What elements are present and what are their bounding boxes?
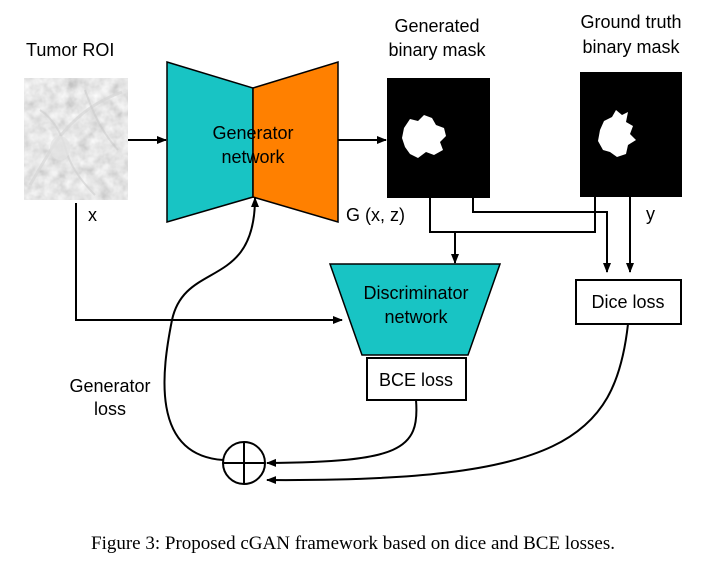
generator-loss-label-line2: loss — [94, 399, 126, 419]
tumor-roi-label: Tumor ROI — [26, 40, 114, 60]
ground-truth-mask-image — [580, 72, 682, 197]
generated-mask-image — [387, 78, 490, 198]
discriminator-label-line2: network — [384, 307, 448, 327]
bce-loss-label: BCE loss — [379, 370, 453, 390]
figure-caption: Figure 3: Proposed cGAN framework based … — [91, 533, 615, 554]
arrow-mask-to-discriminator — [429, 198, 459, 264]
generator-loss-label-line1: Generator — [69, 376, 150, 396]
discriminator-network: Discriminator network — [328, 263, 502, 356]
tumor-roi-image — [24, 78, 128, 200]
arrow-mask-to-dice — [472, 198, 611, 273]
dice-loss-label: Dice loss — [591, 292, 664, 312]
arrow-bce-to-sum — [266, 399, 418, 467]
generator-label-line1: Generator — [212, 123, 293, 143]
dice-loss-box — [575, 279, 682, 325]
generator-decoder-half — [252, 60, 339, 224]
g-xz-label: G (x, z) — [346, 205, 405, 225]
generator-network: Generator network — [166, 60, 339, 224]
arrow-x-to-discriminator — [75, 203, 343, 324]
generated-mask-label-line2: binary mask — [388, 40, 486, 60]
ground-truth-label-line2: binary mask — [582, 37, 680, 57]
generated-mask-label-line1: Generated — [394, 16, 479, 36]
y-label: y — [646, 204, 655, 224]
generator-label-line2: network — [221, 147, 285, 167]
x-label: x — [88, 205, 97, 225]
arrow-dice-to-sum — [266, 323, 629, 485]
arrow-sum-to-generator — [163, 197, 259, 461]
sum-circled-plus-icon — [222, 441, 266, 485]
ground-truth-label-line1: Ground truth — [580, 12, 681, 32]
arrow-groundtruth-to-discriminator — [455, 197, 596, 233]
discriminator-label-line1: Discriminator — [363, 283, 468, 303]
